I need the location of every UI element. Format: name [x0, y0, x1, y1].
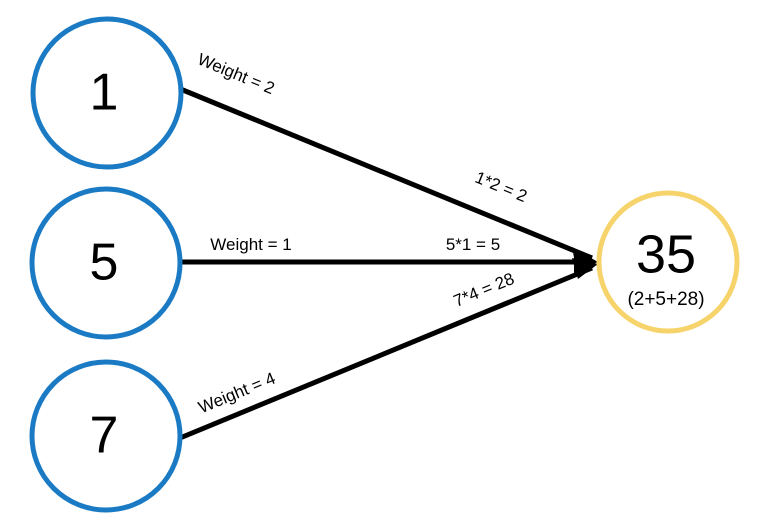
- edge-bottom-line: [179, 265, 593, 441]
- input-node-3-circle[interactable]: [29, 359, 183, 513]
- input-node-3-value: 7: [90, 407, 119, 465]
- input-node-2[interactable]: 5: [29, 186, 183, 340]
- input-node-2-value: 5: [90, 234, 119, 292]
- edge-middle-product-label: 5*1 = 5: [446, 235, 500, 254]
- input-node-1[interactable]: 1: [30, 16, 184, 170]
- output-node-breakdown: (2+5+28): [627, 289, 704, 310]
- edge-bottom: Weight = 4 7*4 = 28: [179, 258, 598, 441]
- input-node-3[interactable]: 7: [29, 359, 183, 513]
- edge-bottom-weight-label: Weight = 4: [196, 369, 279, 418]
- edge-bottom-arrowhead: [572, 258, 598, 279]
- edge-top-weight-label: Weight = 2: [195, 50, 278, 98]
- input-node-1-value: 1: [90, 64, 119, 122]
- edge-middle-weight-label: Weight = 1: [210, 235, 291, 254]
- output-node-value: 35: [636, 224, 696, 284]
- edge-top-line: [177, 85, 593, 261]
- input-node-1-circle[interactable]: [30, 16, 184, 170]
- edge-top-product-label: 1*2 = 2: [472, 168, 530, 206]
- output-node[interactable]: 35 (2+5+28): [596, 190, 740, 334]
- edge-middle: Weight = 1 5*1 = 5: [180, 235, 598, 273]
- output-node-circle[interactable]: [596, 190, 740, 334]
- input-node-2-circle[interactable]: [29, 186, 183, 340]
